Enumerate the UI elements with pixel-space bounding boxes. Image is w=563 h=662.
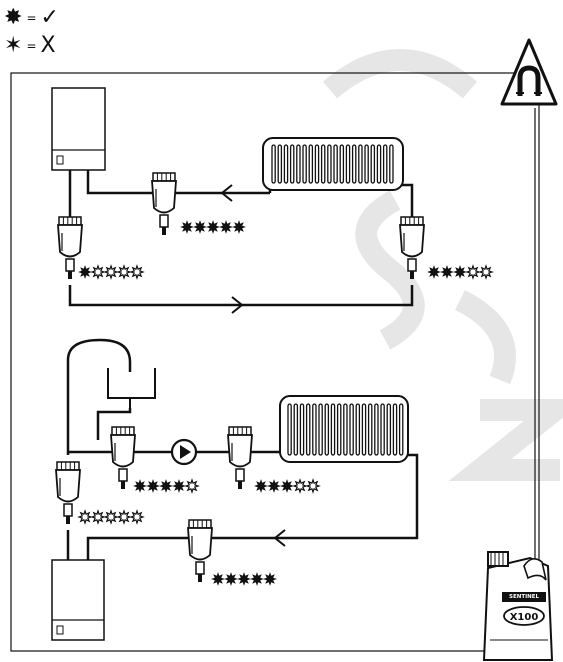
rating-top-radiator [427,264,494,280]
filled-star-icon [232,220,246,234]
filled-star-icon [427,265,441,279]
filter-top-radiator [399,216,425,279]
check-mark: ✓ [40,5,59,30]
filter-bottom-boiler [55,461,81,524]
empty-star-icon [90,509,106,525]
empty-star-icon [103,264,119,280]
filled-star-icon [440,265,454,279]
flow-arrow-right [231,296,244,314]
empty-star-icon [129,264,145,280]
empty-star-icon [77,509,93,525]
rating-bottom-boiler [77,509,145,525]
cross-mark: X [40,33,56,58]
flow-arrow-left [220,184,233,202]
rating-bottom-before-pump [133,478,200,494]
empty-star-icon [103,509,119,525]
filled-star-icon [453,265,467,279]
filled-star-icon [180,220,194,234]
empty-star-icon [129,509,145,525]
filled-star-icon [133,479,147,493]
product-model: X100 [509,612,539,623]
filled-star-icon [172,479,186,493]
x100-container-icon [482,551,554,661]
empty-star-icon: ✶ [4,33,23,58]
filled-star-icon [78,265,92,279]
filled-star-icon [224,572,238,586]
magnet-warning-icon [500,38,558,106]
filled-star-icon [193,220,207,234]
filled-star-icon [267,479,281,493]
empty-star-icon [116,264,132,280]
filter-bottom-after-pump [227,426,253,489]
legend-filled: ✸ = ✓ [4,5,59,30]
filled-star-icon [250,572,264,586]
filled-star-icon [146,479,160,493]
bottom-system [66,338,419,560]
filled-star-icon [159,479,173,493]
rating-top-return [180,220,246,234]
filled-star-icon [206,220,220,234]
empty-star-icon [292,478,308,494]
legend-empty: ✶ = X [4,33,56,58]
filter-units [55,172,425,582]
legend-equals: = [26,39,37,53]
rating-rows [77,220,494,586]
legend-equals: = [26,11,37,25]
empty-star-icon [305,478,321,494]
return-arrow-left [273,529,286,547]
empty-star-icon [184,478,200,494]
pump-icon [170,438,198,466]
filter-bottom-return [187,519,213,582]
diagram-frame [10,72,540,652]
filled-star-icon: ✸ [4,5,23,30]
filter-top-return [151,172,177,235]
filter-bottom-before-pump [110,426,136,489]
empty-star-icon [90,264,106,280]
filled-star-icon [211,572,225,586]
empty-star-icon [465,264,481,280]
boiler-top [51,87,106,171]
rating-top-boiler [78,264,145,280]
empty-star-icon [478,264,494,280]
rating-bottom-return [211,572,277,586]
radiator-top [262,137,404,191]
radiator-bottom [279,395,409,463]
filled-star-icon [219,220,233,234]
filled-star-icon [263,572,277,586]
watermark [322,49,563,481]
filled-star-icon [237,572,251,586]
filter-top-boiler [57,216,83,279]
boiler-bottom [51,559,105,641]
filled-star-icon [254,479,268,493]
rating-bottom-after-pump [254,478,321,494]
filled-star-icon [280,479,294,493]
product-brand: SENTINEL [509,594,539,600]
empty-star-icon [116,509,132,525]
